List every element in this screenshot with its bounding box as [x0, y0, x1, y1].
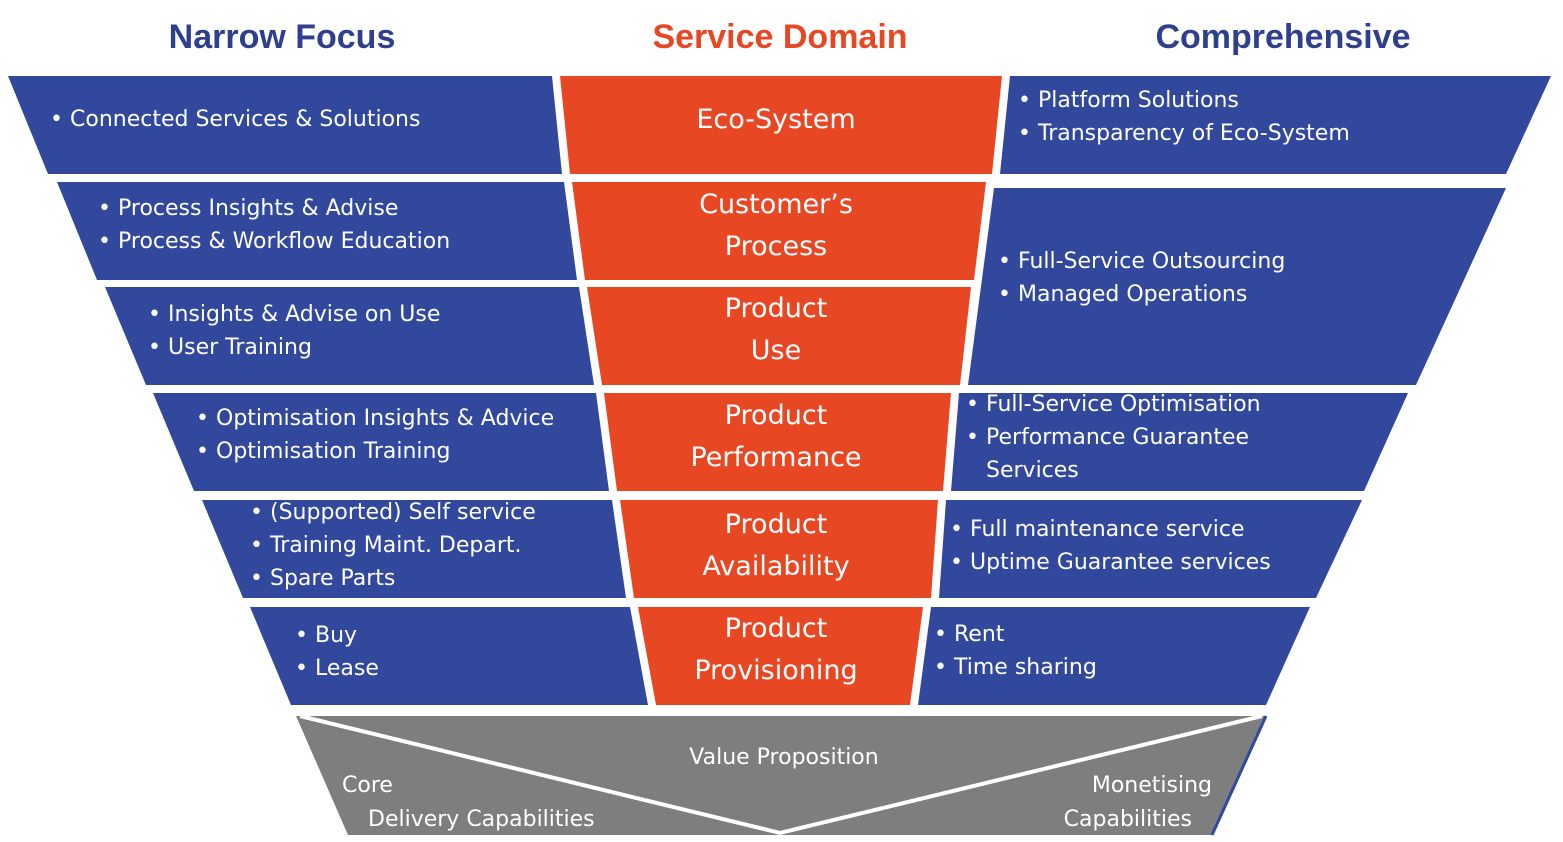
right-item-row-1: Transparency of Eco-System [1037, 121, 1350, 146]
bullet-icon: • [295, 656, 308, 681]
bullet-icon: • [998, 249, 1011, 274]
left-item-row-1: Connected Services & Solutions [70, 107, 420, 132]
left-segment-row-1 [8, 76, 562, 174]
domain-label-row-2: Customer’s [699, 189, 853, 220]
bullet-icon: • [196, 439, 209, 464]
left-item-row-5: (Supported) Self service [270, 500, 536, 525]
domain-segment-row-3 [587, 287, 971, 385]
left-segment-row-5 [202, 500, 626, 598]
value-proposition-base [296, 716, 1266, 835]
bullet-icon: • [250, 533, 263, 558]
right-segment-rows-2-3 [968, 188, 1506, 385]
right-item-row-4: Performance Guarantee [986, 425, 1249, 450]
header-service-domain: Service Domain [652, 18, 907, 56]
domain-label-row-3: Product [725, 293, 828, 324]
bullet-icon: • [966, 425, 979, 450]
domain-label-row-5: Product [725, 509, 828, 540]
header-narrow-focus: Narrow Focus [169, 18, 396, 56]
right-segment-row-1 [1000, 76, 1551, 174]
bullet-icon: • [934, 655, 947, 680]
domain-label-row-5: Availability [702, 551, 849, 582]
core-delivery-label: Core [342, 773, 393, 798]
right-segment-row-5 [939, 500, 1362, 598]
right-item-row-4: Full-Service Optimisation [986, 392, 1261, 417]
left-item-row-4: Optimisation Insights & Advice [216, 406, 554, 431]
left-item-row-5: Training Maint. Depart. [269, 533, 522, 558]
domain-segment-row-5 [620, 500, 938, 598]
right-item-row-1: Platform Solutions [1038, 88, 1239, 113]
domain-segment-row-6 [638, 607, 923, 705]
domain-label-row-4: Product [725, 400, 828, 431]
bullet-icon: • [148, 302, 161, 327]
left-item-row-6: Buy [315, 623, 357, 648]
left-item-row-3: User Training [168, 335, 312, 360]
left-item-row-2: Process Insights & Advise [118, 196, 398, 221]
domain-label-row-6: Provisioning [694, 655, 857, 686]
left-segment-row-2 [57, 182, 577, 280]
domain-label-row-4: Performance [690, 442, 861, 473]
right-item-row-5: Uptime Guarantee services [970, 550, 1271, 575]
core-delivery-label: Delivery Capabilities [368, 807, 595, 832]
bullet-icon: • [966, 392, 979, 417]
bullet-icon: • [998, 282, 1011, 307]
left-segment-row-4 [153, 393, 609, 491]
bullet-icon: • [250, 500, 263, 525]
base-right-edge [1210, 715, 1268, 836]
bullet-icon: • [250, 566, 263, 591]
bullet-icon: • [98, 229, 111, 254]
domain-label-row-2: Process [725, 231, 827, 262]
bullet-icon: • [148, 335, 161, 360]
right-item-rows-2-3: Full-Service Outsourcing [1018, 249, 1285, 274]
left-item-row-4: Optimisation Training [216, 439, 450, 464]
monetising-label: Monetising [1092, 773, 1212, 798]
right-item-row-6: Rent [954, 622, 1005, 647]
bullet-icon: • [950, 550, 963, 575]
left-item-row-3: Insights & Advise on Use [168, 302, 440, 327]
base-divider-line [299, 714, 1263, 836]
bullet-icon: • [950, 517, 963, 542]
right-item-rows-2-3: Managed Operations [1018, 282, 1247, 307]
bullet-icon: • [50, 107, 63, 132]
monetising-label: Capabilities [1064, 807, 1192, 832]
right-segment-row-6 [918, 607, 1310, 705]
domain-label-row-3: Use [751, 335, 801, 366]
bullet-icon: • [1018, 121, 1031, 146]
domain-segment-row-4 [604, 393, 951, 491]
left-item-row-5: Spare Parts [270, 566, 395, 591]
right-item-row-4: Services [986, 458, 1079, 483]
domain-label-row-1: Eco-System [696, 104, 855, 135]
bullet-icon: • [196, 406, 209, 431]
bullet-icon: • [934, 622, 947, 647]
left-segment-row-6 [250, 607, 648, 705]
left-segment-row-3 [105, 287, 594, 385]
header-comprehensive: Comprehensive [1155, 18, 1410, 56]
bullet-icon: • [1018, 88, 1031, 113]
domain-label-row-6: Product [725, 613, 828, 644]
domain-segment-row-1 [560, 76, 1002, 174]
domain-segment-row-2 [572, 182, 986, 280]
right-item-row-6: Time sharing [953, 655, 1097, 680]
left-item-row-6: Lease [315, 656, 379, 681]
left-item-row-2: Process & Workflow Education [118, 229, 450, 254]
bullet-icon: • [98, 196, 111, 221]
value-proposition-label: Value Proposition [689, 745, 878, 770]
right-segment-row-4 [951, 393, 1408, 491]
right-item-row-5: Full maintenance service [970, 517, 1245, 542]
bullet-icon: • [295, 623, 308, 648]
